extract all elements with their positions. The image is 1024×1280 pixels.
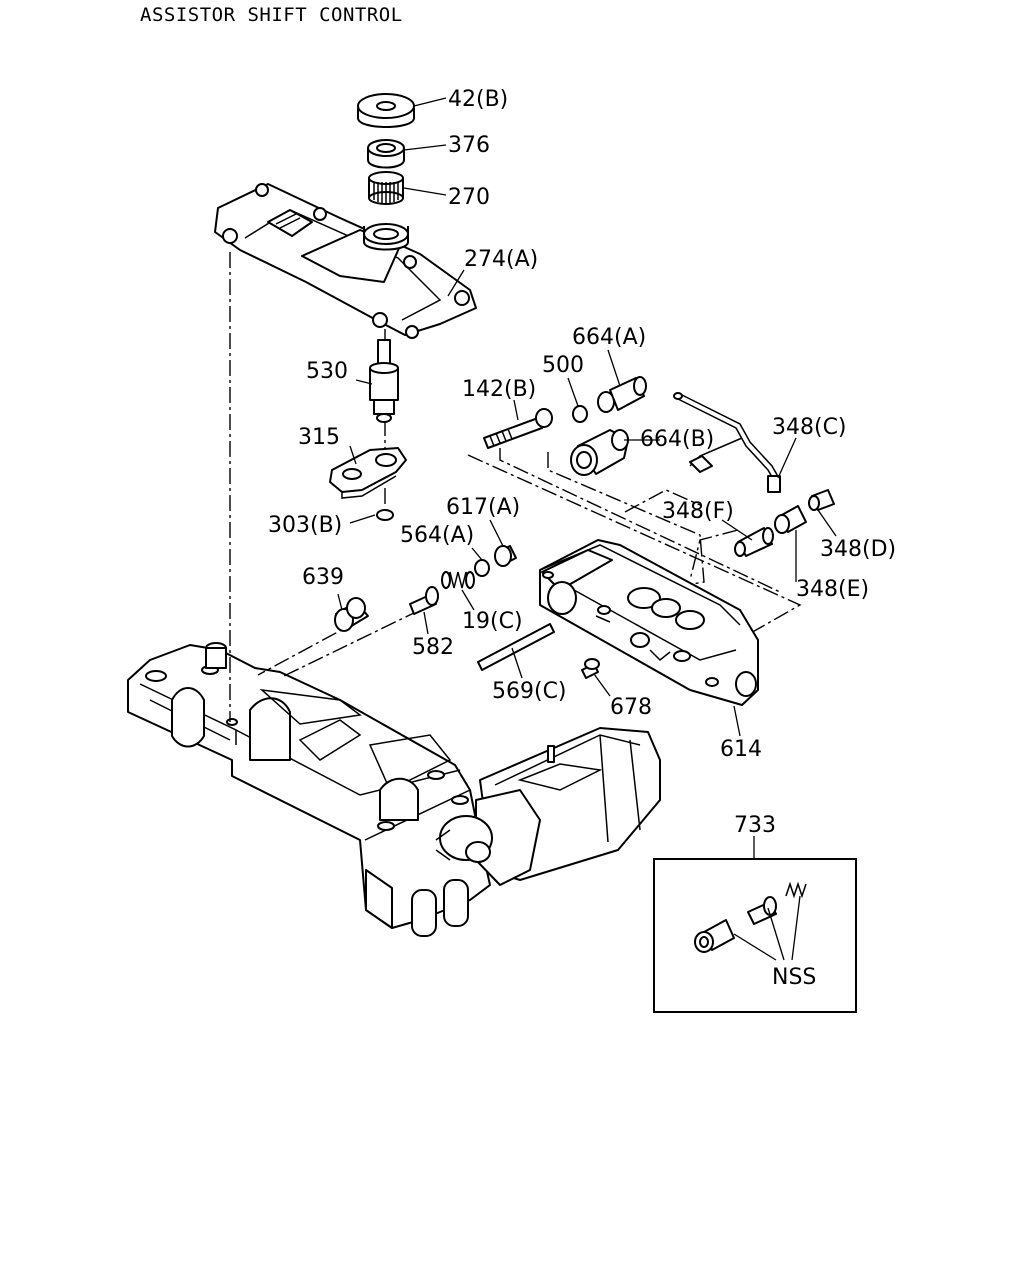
label-303b: 303(B) [268, 513, 342, 538]
main-housing [127, 642, 661, 937]
part-270-bearing [368, 171, 404, 205]
callout-labels: 42(B) 376 270 274(A) 530 315 303(B) 664(… [268, 87, 896, 990]
part-42b-washer [357, 93, 415, 128]
part-639-sleeve [334, 597, 369, 632]
label-nss: NSS [772, 965, 816, 990]
label-639: 639 [302, 565, 344, 590]
label-348e: 348(E) [796, 577, 869, 602]
label-142b: 142(B) [462, 377, 536, 402]
part-348e-fitting [774, 505, 807, 534]
part-582-piston [409, 586, 439, 615]
part-569c-pin [477, 623, 555, 671]
part-500-oring [572, 405, 588, 423]
label-19c: 19(C) [462, 609, 523, 634]
label-582: 582 [412, 635, 454, 660]
label-617a: 617(A) [446, 495, 520, 520]
part-142b-bolt [483, 408, 553, 449]
label-315: 315 [298, 425, 340, 450]
part-530-valve [369, 339, 399, 423]
leader-lines [337, 97, 837, 961]
label-678: 678 [610, 695, 652, 720]
part-303b-oring [376, 509, 394, 521]
label-270: 270 [448, 185, 490, 210]
part-315-lever [329, 447, 407, 499]
label-42b: 42(B) [448, 87, 508, 112]
label-569c: 569(C) [492, 679, 567, 704]
part-564a-ring [474, 559, 490, 577]
label-564a: 564(A) [400, 523, 474, 548]
label-664b: 664(B) [640, 427, 714, 452]
part-376-seal [367, 139, 405, 169]
label-348d: 348(D) [820, 537, 896, 562]
part-348d-fitting [808, 489, 835, 511]
part-19c-spring [441, 571, 475, 589]
part-614-valve-body [539, 539, 759, 706]
part-348f-fitting [734, 527, 774, 557]
label-274a: 274(A) [464, 247, 538, 272]
label-348f: 348(F) [662, 499, 734, 524]
label-733: 733 [734, 813, 776, 838]
part-678-bolt [581, 658, 600, 679]
label-614: 614 [720, 737, 762, 762]
label-530: 530 [306, 359, 348, 384]
part-617a-plug [494, 545, 517, 567]
part-733-kit-box [653, 858, 857, 1013]
label-348c: 348(C) [772, 415, 847, 440]
part-348c-wire-sensor [673, 392, 781, 493]
part-274a-cover [214, 183, 477, 339]
label-664a: 664(A) [572, 325, 646, 350]
part-664b-switch [570, 429, 629, 476]
label-500: 500 [542, 353, 584, 378]
part-664a-switch [597, 376, 647, 413]
label-376: 376 [448, 133, 490, 158]
diagram-title: ASSISTOR SHIFT CONTROL [140, 4, 403, 26]
